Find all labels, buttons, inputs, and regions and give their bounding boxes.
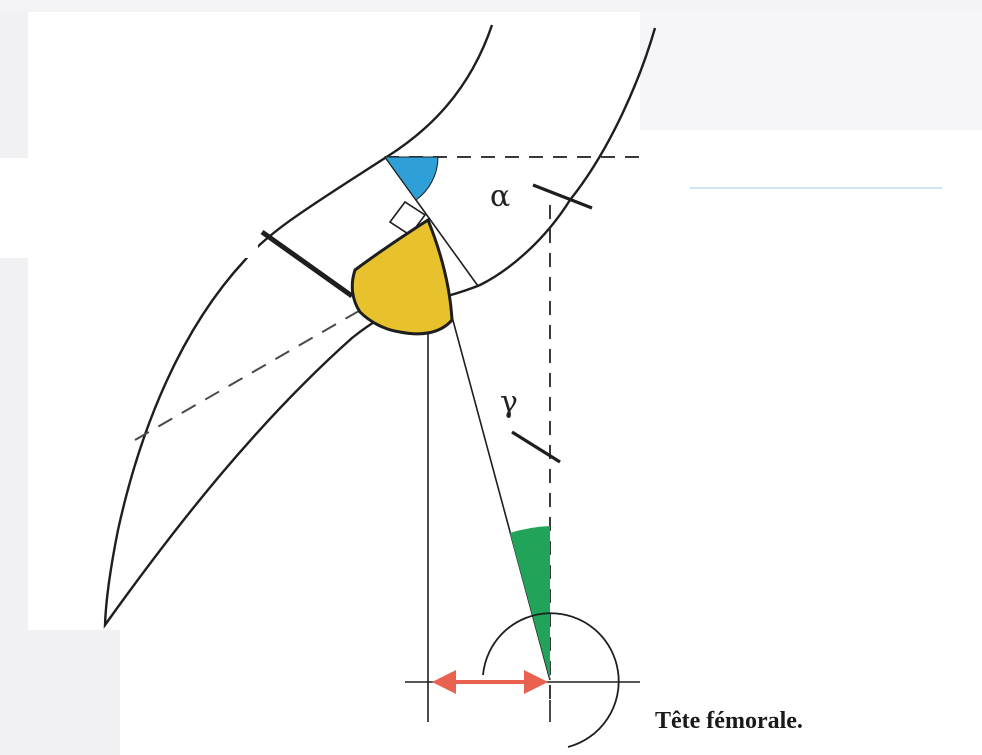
gamma-marker-tick <box>511 430 561 464</box>
top-margin-band <box>0 0 982 12</box>
green-angle-wedge <box>510 526 550 680</box>
femoral-head-arc <box>482 612 620 748</box>
sourcil-thick-line <box>260 229 354 299</box>
offset-arrow-left-head <box>432 670 456 694</box>
blue-angle-sector <box>384 156 439 201</box>
yellow-region <box>350 217 454 336</box>
bottom-left-band <box>0 630 120 755</box>
femoral-contour <box>439 27 657 300</box>
gamma-label: γ <box>500 385 518 420</box>
alpha-label: α <box>490 179 510 214</box>
offset-arrow-right-head <box>524 670 548 694</box>
left-margin-band <box>0 0 28 755</box>
occluding-white-patch <box>0 158 258 258</box>
right-angle-square <box>388 200 427 237</box>
femoral-head-caption: Tête fémorale. <box>655 708 803 734</box>
alpha-marker-tick <box>532 183 593 210</box>
top-right-band <box>640 12 982 130</box>
